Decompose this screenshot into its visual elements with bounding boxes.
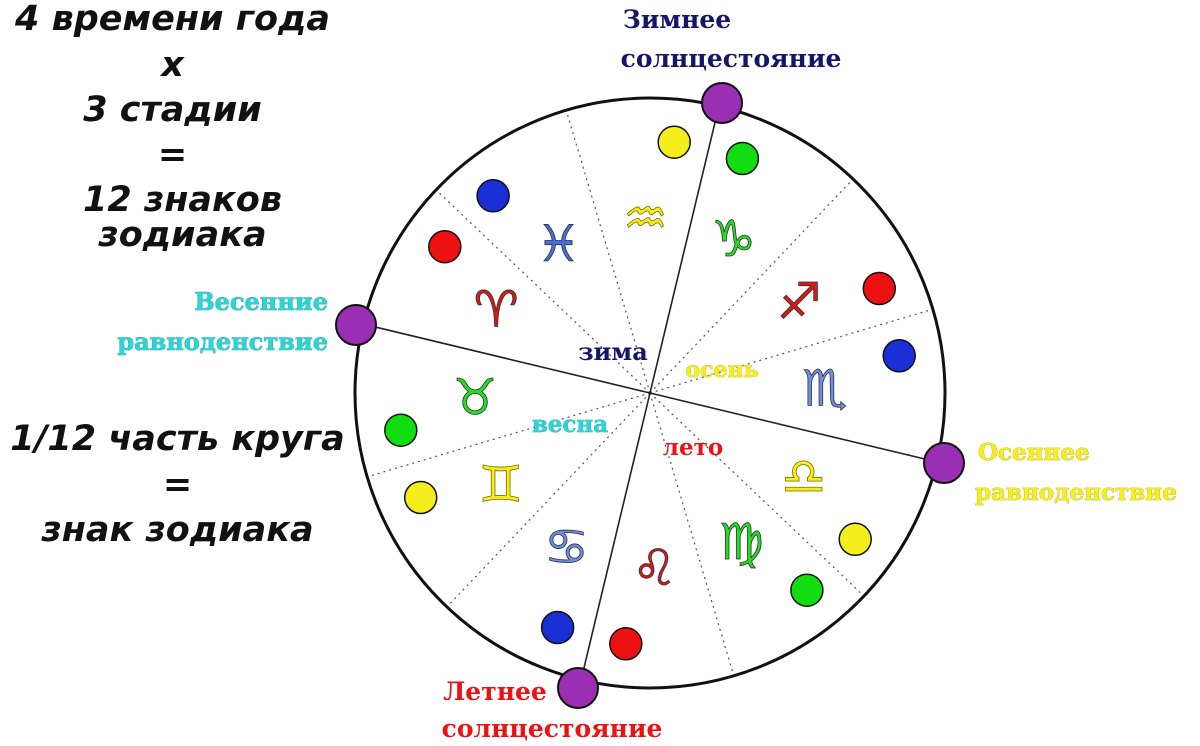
sign-divider-line (366, 392, 651, 478)
aquarius-sign-icon: ♒︎ (623, 189, 668, 247)
libra-yellow-dot (838, 522, 872, 557)
sagittarius-red-dot (862, 271, 897, 306)
aquarius-yellow-dot (657, 125, 691, 159)
autumn-equinox-label-line-2: равноденствие (975, 479, 1177, 506)
virgo-green-dot (790, 573, 824, 607)
gemini-sign-icon: ♊︎ (478, 455, 523, 513)
summer-solstice-marker (557, 667, 599, 709)
season-divider-line (649, 392, 937, 463)
zodiac-signs: ♑︎ ♐︎ ♏︎ ♎︎ ♍︎ ♌︎ ♋︎ ♊︎ ♉︎ ♈︎ ♓︎ ♒︎ (384, 125, 916, 661)
season-label-summer: лето (663, 434, 723, 461)
taurus-green-dot (384, 413, 418, 447)
formula-line-2: x (161, 45, 184, 85)
autumn-equinox-label-line-1: Осеннее (978, 439, 1090, 466)
season-label-spring: весна (532, 411, 608, 438)
sign-divider-line (649, 178, 854, 394)
sign-divider-line (446, 392, 651, 608)
virgo-sign-icon: ♍︎ (719, 513, 764, 571)
gemini-yellow-dot (403, 480, 438, 515)
pisces-blue-dot (476, 179, 510, 213)
autumn-equinox-marker (923, 442, 965, 484)
sign-divider-line (565, 109, 651, 394)
season-label-autumn: осень (685, 357, 758, 383)
capricorn-sign-icon: ♑︎ (711, 210, 756, 268)
sign-divider-line (649, 308, 934, 394)
sign-divider-line (649, 392, 735, 677)
season-label-winter: зима (578, 337, 648, 366)
pisces-sign-icon: ♓︎ (536, 215, 581, 273)
winter-solstice-label-line-2: солнцестояние (621, 44, 842, 73)
winter-solstice-marker (701, 82, 743, 124)
sagittarius-sign-icon: ♐︎ (777, 273, 822, 331)
zodiac-circle (353, 96, 947, 690)
aries-sign-icon: ♈︎ (474, 281, 519, 339)
spring-equinox-label-line-1: Весенние (194, 287, 328, 316)
scorpio-sign-icon: ♏︎ (802, 359, 847, 417)
formula-line-5: 12 знаков зодиака (83, 180, 282, 255)
season-divider-line (580, 392, 651, 680)
fraction-line-1: 1/12 часть круга (10, 419, 345, 459)
season-divider-line (649, 106, 720, 394)
scorpio-blue-dot (882, 339, 916, 373)
leo-red-dot (609, 627, 643, 661)
leo-sign-icon: ♌︎ (632, 539, 677, 597)
cancer-blue-dot (540, 610, 575, 645)
winter-solstice-label-line-1: Зимнее (623, 5, 731, 34)
libra-sign-icon: ♎︎ (781, 448, 826, 506)
summer-solstice-label-line-2: солнцестояние (442, 714, 663, 743)
fraction-line-2: = (162, 465, 193, 505)
sign-divider-line (649, 392, 865, 597)
sign-divider-lines (366, 109, 934, 677)
capricorn-green-dot (725, 141, 760, 176)
sign-divider-line (435, 189, 651, 394)
aries-red-dot (428, 229, 462, 264)
summer-solstice-label-line-1: Летнее (443, 677, 547, 706)
taurus-sign-icon: ♉︎ (453, 369, 498, 427)
spring-equinox-marker (335, 304, 377, 346)
formula-line-4: = (157, 135, 188, 175)
season-divider-lines (363, 106, 937, 680)
fraction-line-3: знак зодиака (41, 510, 314, 550)
season-divider-line (363, 323, 651, 394)
spring-equinox-label-line-2: равноденствие (117, 327, 328, 356)
formula-line-3: 3 стадии (83, 90, 262, 130)
formula-line-1: 4 времени года (15, 0, 330, 39)
cancer-sign-icon: ♋︎ (544, 518, 589, 576)
